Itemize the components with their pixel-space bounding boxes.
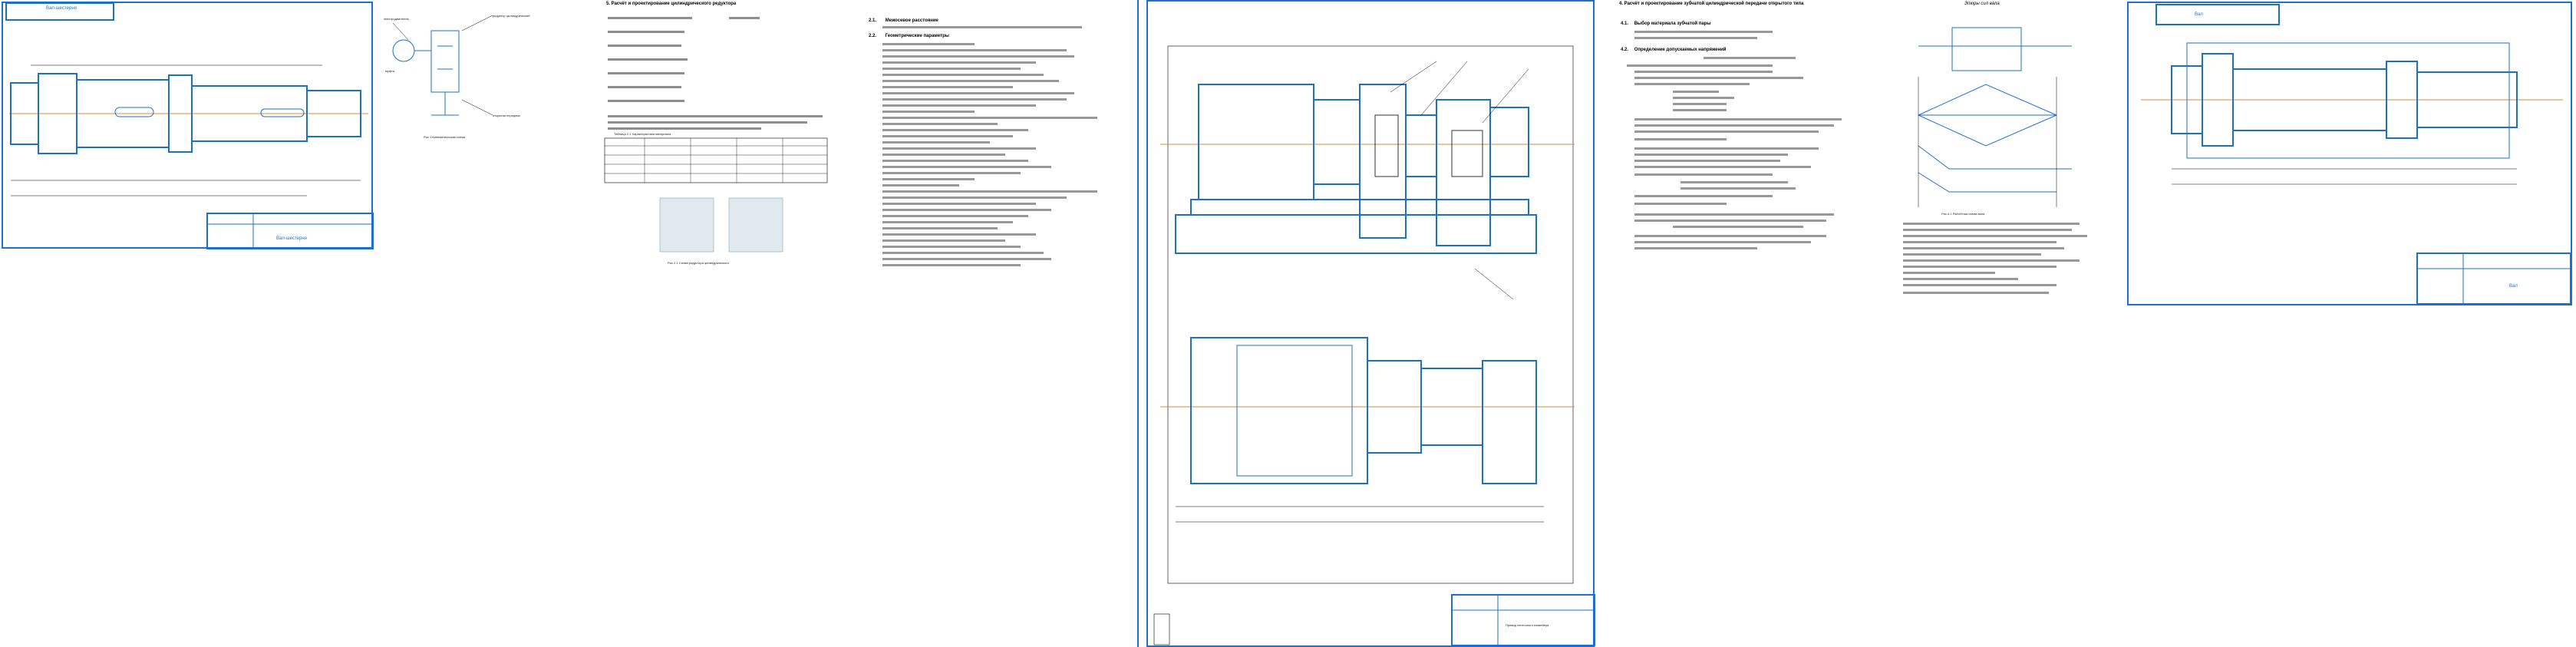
shaft2-stamp-title: Вал: [2509, 284, 2518, 289]
calculation-page-2: 4. Расчёт и проектирование зубчатой цили…: [1611, 0, 2133, 361]
shaft-drawing-frame: [2, 2, 373, 249]
calc2-subsection-42: 4.2. Определение допускаемых напряжений: [1621, 48, 1726, 53]
shaft2-drawing-sheet: Вал Вал: [2126, 0, 2576, 307]
assembly-frame: [1146, 0, 1595, 647]
kinematic-diagram: [392, 15, 493, 116]
calculation-page-1-right: 2.1. Межосевое расстояние 2.2. Геометрич…: [867, 0, 1120, 307]
calc1-right-text: [882, 26, 1097, 266]
calc1-figure-caption: Рис 2.1 Схема редуктора цилиндрического: [668, 261, 729, 265]
calc2-text: [1627, 27, 2087, 294]
kinematic-label-motor: электродвигатель: [384, 17, 409, 21]
calc1-subsection-22: 2.2. Геометрические параметры: [869, 34, 949, 39]
calc1-subsection-22-title: Геометрические параметры: [885, 34, 949, 38]
assembly-drawing-sheet: Привод ленточного конвейера: [1145, 0, 1598, 647]
kinematic-scheme-sheet: электродвигатель муфта редуктор цилиндри…: [378, 0, 585, 253]
kinematic-label-open-gear: открытая передача: [493, 114, 520, 117]
calc1-subsection-21: 2.1. Межосевое расстояние: [869, 18, 938, 24]
calc1-table-caption: Таблица 2.1 Характеристики материала: [614, 132, 671, 136]
calc2-diagram-title: Эпюры сил вала: [1964, 2, 2000, 6]
calc2-subsection-41-title: Выбор материала зубчатой пары: [1634, 21, 1711, 26]
kinematic-caption: Рис.1 Кинематическая схема: [424, 135, 466, 139]
calc2-subsection-41: 4.1. Выбор материала зубчатой пары: [1621, 21, 1711, 27]
calc1-subsection-21-num: 2.1.: [869, 18, 877, 23]
calc1-formulas: [604, 17, 828, 253]
calc2-subsection-42-title: Определение допускаемых напряжений: [1634, 48, 1727, 52]
shaft-stamp-title: Вал-шестерня: [276, 236, 307, 241]
assembly-title: Привод ленточного конвейера: [1506, 623, 1549, 627]
kinematic-label-reducer: редуктор цилиндрический: [493, 14, 530, 18]
shaft2-drawing: [2141, 4, 2571, 305]
calc1-subsection-22-num: 2.2.: [869, 34, 877, 38]
shaft-corner-title: Вал-шестерня: [46, 6, 77, 11]
calc2-section-title: 4. Расчёт и проектирование зубчатой цили…: [1619, 2, 1804, 6]
calc2-diagram-caption: Рис.4.1 Расчётная схема вала: [1941, 212, 1985, 216]
kinematic-label-coupling: муфта: [385, 69, 394, 73]
page-divider: [1137, 0, 1139, 647]
calc2-subsection-41-num: 4.1.: [1621, 21, 1629, 26]
assembly-drawing: [1153, 45, 1595, 646]
calc1-section-title: 5. Расчёт и проектирование цилиндрическо…: [606, 2, 737, 6]
shaft-drawing-sheet: Вал-шестерня Вал-шестерня: [0, 0, 376, 253]
calc1-subsection-21-title: Межосевое расстояние: [885, 18, 938, 23]
calc2-subsection-42-num: 4.2.: [1621, 48, 1629, 52]
calculation-page-1: 5. Расчёт и проектирование цилиндрическо…: [599, 0, 836, 307]
shaft-drawing: [5, 2, 374, 249]
shaft2-corner-title: Вал: [2195, 12, 2203, 17]
shaft2-frame: [2127, 2, 2572, 305]
